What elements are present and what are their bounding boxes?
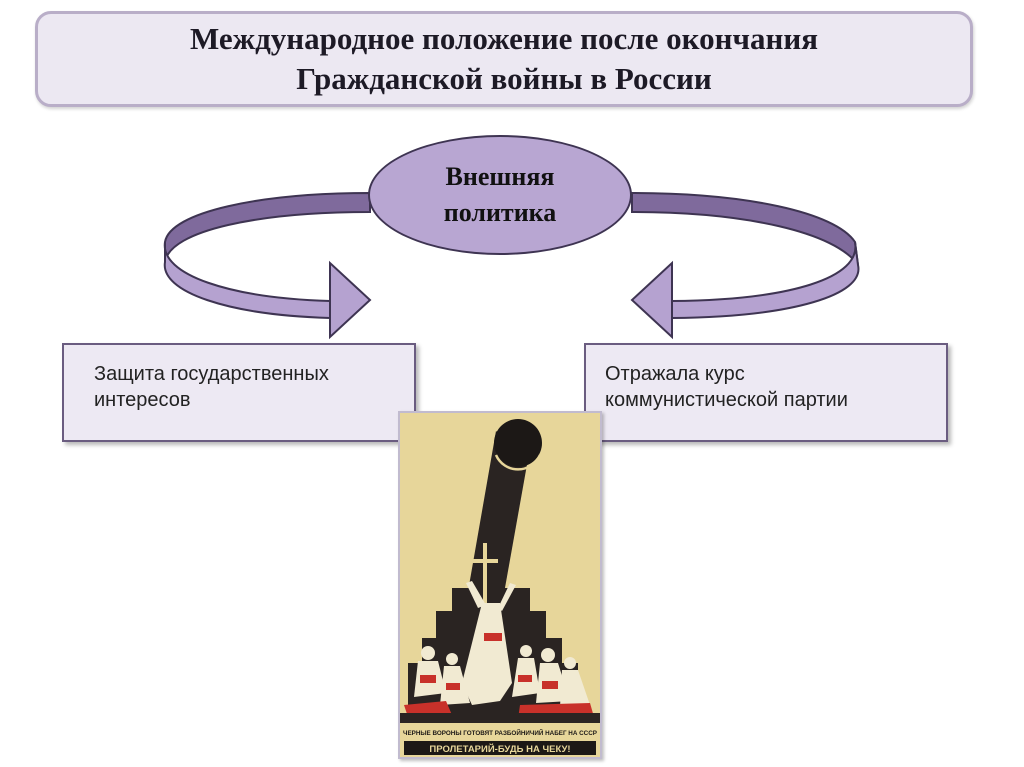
title-line-2: Гражданской войны в России bbox=[296, 61, 712, 96]
left-box-line-1: Защита государственных bbox=[94, 363, 329, 385]
propaganda-poster: ЧЕРНЫЕ ВОРОНЫ ГОТОВЯТ РАЗБОЙНИЧИЙ НАБЕГ … bbox=[398, 411, 602, 759]
right-box-line-2: коммунистической партии bbox=[605, 389, 848, 411]
poster-illustration: ЧЕРНЫЕ ВОРОНЫ ГОТОВЯТ РАЗБОЙНИЧИЙ НАБЕГ … bbox=[400, 413, 600, 757]
left-box-line-2: интересов bbox=[94, 389, 191, 411]
left-box-state-interests: Защита государственных интересов bbox=[62, 343, 416, 442]
right-box-line-1: Отражала курс bbox=[605, 363, 745, 385]
center-line-2: политика bbox=[443, 198, 557, 227]
poster-figures-right bbox=[512, 645, 594, 719]
poster-cross bbox=[483, 543, 487, 613]
title-banner: Международное положение после окончания … bbox=[35, 11, 973, 107]
center-line-1: Внешняя bbox=[445, 162, 555, 191]
right-box-party-course: Отражала курс коммунистической партии bbox=[584, 343, 948, 442]
poster-priest bbox=[462, 603, 512, 705]
poster-wheel bbox=[438, 567, 454, 583]
poster-black-sun bbox=[494, 419, 542, 467]
poster-figures-left bbox=[404, 646, 470, 717]
title-line-1: Международное положение после окончания bbox=[190, 21, 818, 56]
right-curved-arrow bbox=[630, 191, 860, 340]
poster-caption-line-1: ЧЕРНЫЕ ВОРОНЫ ГОТОВЯТ РАЗБОЙНИЧИЙ НАБЕГ … bbox=[403, 728, 597, 737]
center-ellipse-foreign-policy: Внешняя политика bbox=[368, 135, 632, 255]
left-curved-arrow bbox=[163, 191, 372, 340]
poster-caption-line-2: ПРОЛЕТАРИЙ-БУДЬ НА ЧЕКУ! bbox=[429, 743, 570, 755]
